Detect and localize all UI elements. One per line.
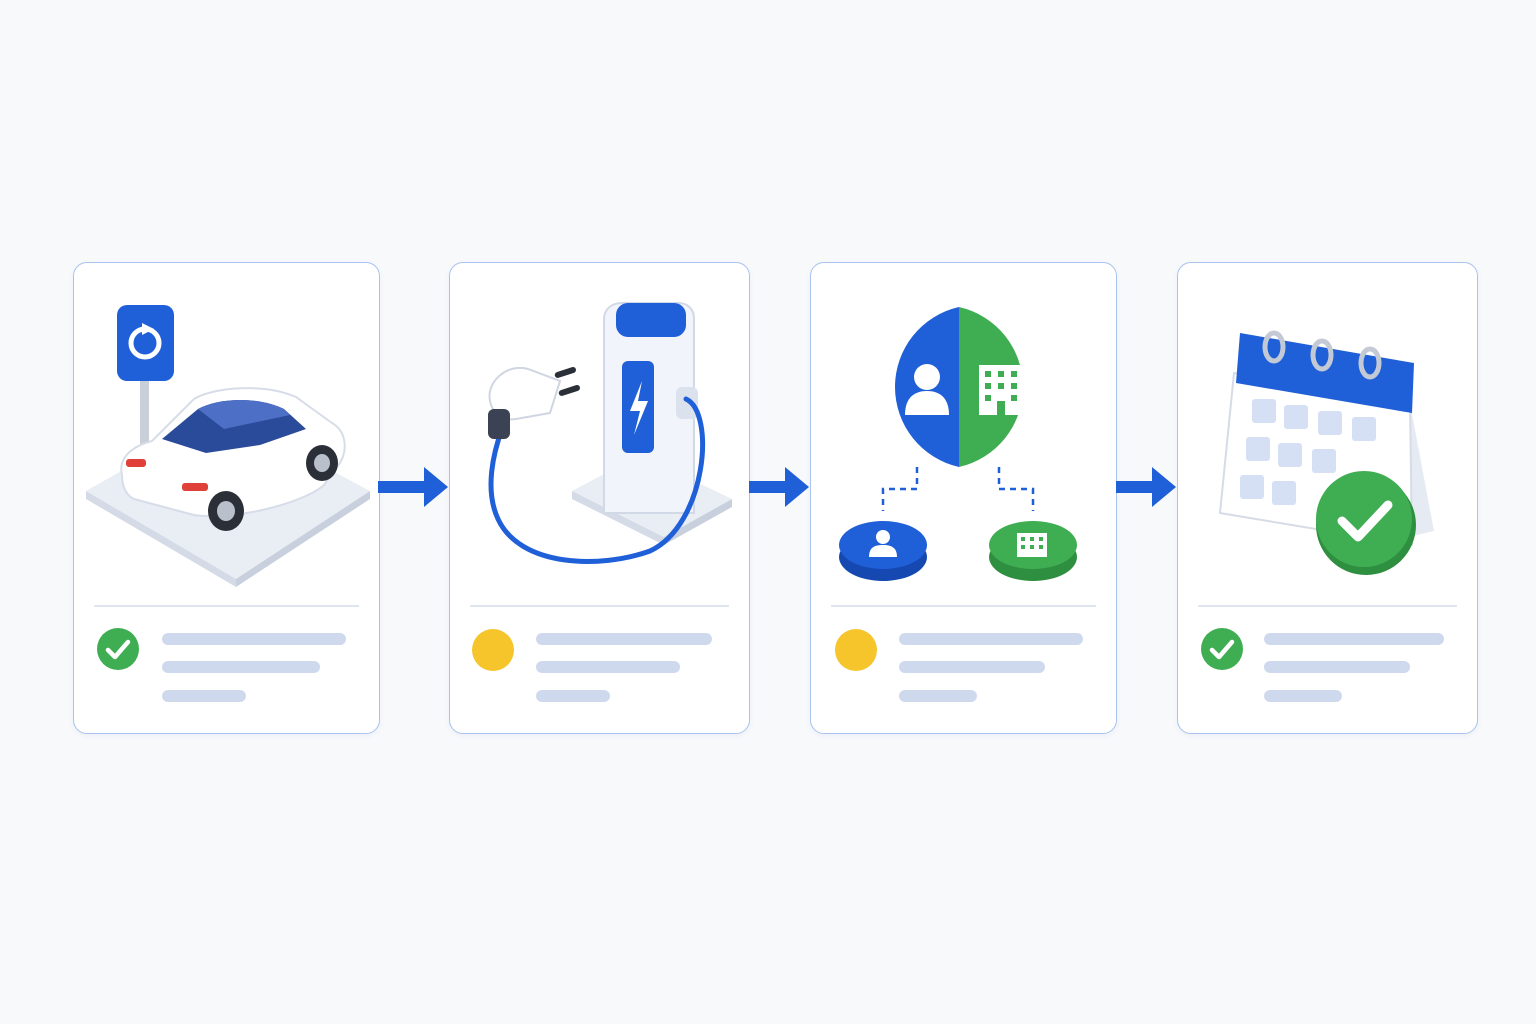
card-divider: [94, 605, 359, 607]
step-card-park-vehicle: [73, 262, 380, 734]
user-business-split-icon: [839, 307, 1077, 581]
arrow-right-icon: [1116, 467, 1176, 507]
arrow-right-icon: [378, 467, 448, 507]
placeholder-text-line: [1264, 633, 1444, 645]
placeholder-text-line: [1264, 690, 1342, 702]
placeholder-text-line: [899, 690, 977, 702]
placeholder-text-line: [536, 661, 680, 673]
step-card-schedule-confirmed: [1177, 262, 1478, 734]
placeholder-text-line: [1264, 661, 1410, 673]
step-card-charge-vehicle: [449, 262, 750, 734]
card-divider: [831, 605, 1096, 607]
charging-station-icon: [488, 302, 732, 564]
status-pending-badge: [472, 629, 514, 671]
car-parking-icon: [86, 305, 370, 587]
placeholder-text-line: [162, 633, 346, 645]
placeholder-text-line: [162, 690, 246, 702]
placeholder-text-line: [899, 633, 1083, 645]
card-divider: [1198, 605, 1457, 607]
placeholder-text-line: [536, 690, 610, 702]
status-complete-badge: [96, 627, 140, 671]
arrow-right-icon: [749, 467, 809, 507]
card-divider: [470, 605, 729, 607]
placeholder-text-line: [899, 661, 1045, 673]
placeholder-text-line: [162, 661, 320, 673]
status-complete-badge: [1200, 627, 1244, 671]
check-circle-icon: [97, 628, 139, 670]
check-circle-icon: [1201, 628, 1243, 670]
placeholder-text-line: [536, 633, 712, 645]
status-pending-badge: [835, 629, 877, 671]
step-card-assign-account: [810, 262, 1117, 734]
calendar-check-icon: [1218, 330, 1434, 575]
